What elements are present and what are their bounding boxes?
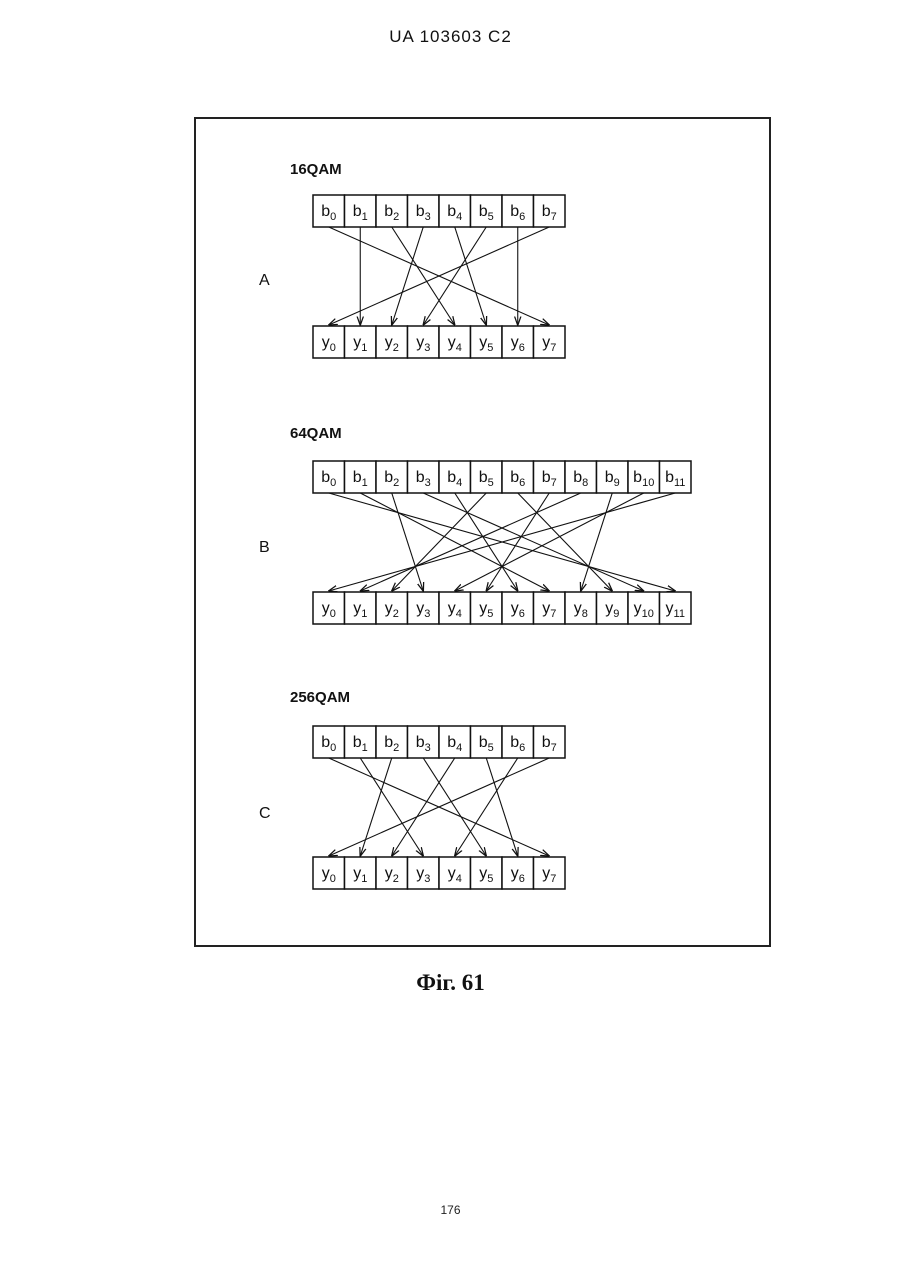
mapping-arrow bbox=[486, 493, 549, 591]
mapping-arrow bbox=[581, 493, 613, 591]
mapping-arrow bbox=[423, 493, 644, 591]
panel-c: 256QAMCb0b1b2b3b4b5b6b7y0y1y2y3y4y5y6y7 bbox=[259, 689, 565, 889]
mapping-arrow bbox=[423, 227, 486, 325]
mapping-arrow bbox=[455, 227, 487, 325]
panel-letter: B bbox=[259, 539, 270, 556]
panel-letter: C bbox=[259, 805, 271, 822]
mapping-arrow bbox=[392, 758, 455, 856]
panel-title: 16QAM bbox=[290, 161, 342, 178]
panel-letter: A bbox=[259, 272, 270, 289]
mapping-arrow bbox=[360, 493, 549, 591]
panel-a: 16QAMAb0b1b2b3b4b5b6b7y0y1y2y3y4y5y6y7 bbox=[259, 161, 565, 358]
mapping-arrow bbox=[360, 493, 581, 591]
mapping-arrow bbox=[455, 493, 644, 591]
mapping-arrow bbox=[360, 758, 423, 856]
panel-title: 64QAM bbox=[290, 425, 342, 442]
mapping-arrow bbox=[518, 493, 613, 591]
mapping-arrow bbox=[486, 758, 518, 856]
mapping-arrow bbox=[392, 227, 424, 325]
panel-b: 64QAMBb0b1b2b3b4b5b6b7b8b9b10b11y0y1y2y3… bbox=[259, 425, 691, 624]
mapping-arrow bbox=[360, 758, 392, 856]
mapping-arrow bbox=[423, 758, 486, 856]
mapping-arrow bbox=[392, 493, 424, 591]
mapping-arrow bbox=[392, 493, 487, 591]
mapping-arrow bbox=[455, 493, 518, 591]
page-number: 176 bbox=[0, 1203, 901, 1217]
mapping-arrow bbox=[455, 758, 518, 856]
figure-caption: Фіг. 61 bbox=[0, 970, 901, 996]
panel-title: 256QAM bbox=[290, 689, 350, 706]
mapping-arrow bbox=[392, 227, 455, 325]
